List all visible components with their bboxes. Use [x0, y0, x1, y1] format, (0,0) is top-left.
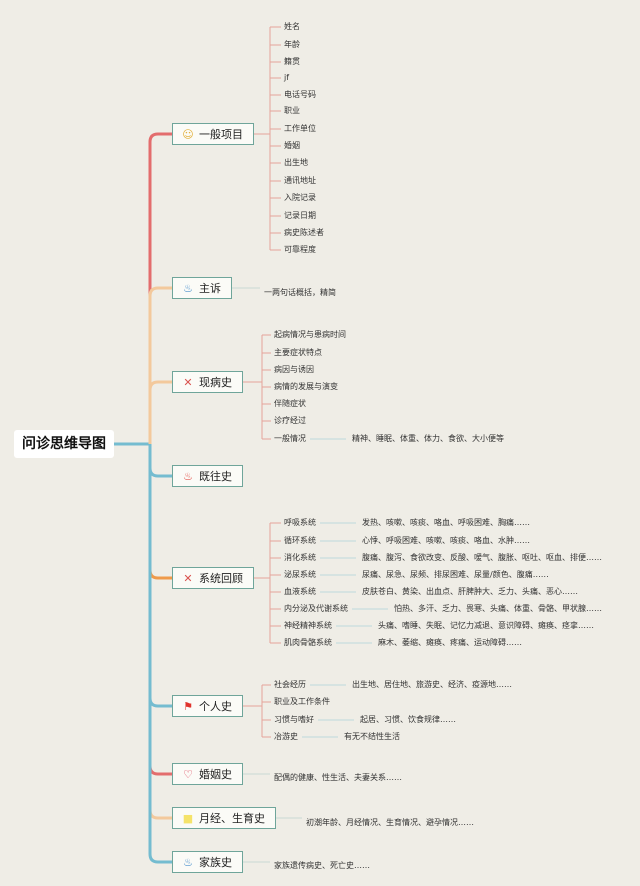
leaf-item[interactable]: 病情的发展与演变 — [274, 382, 338, 391]
category-general[interactable]: ☺ 一般项目 — [172, 123, 254, 145]
leaf-detail: 麻木、萎缩、瘫痪、疼痛、运动障碍…… — [378, 638, 522, 647]
leaf-detail: 腹痛、腹泻、食欲改变、反酸、嗳气、腹胀、呕吐、呕血、排便…… — [362, 553, 602, 562]
flame-icon: ♨ — [183, 856, 193, 869]
leaf-item[interactable]: 病史陈述者 — [284, 228, 324, 237]
leaf-item[interactable]: 入院记录 — [284, 193, 316, 202]
flame-icon: ♨ — [183, 282, 193, 295]
trunk-branch-family — [148, 444, 172, 864]
category-review[interactable]: ✕ 系统回顾 — [172, 567, 254, 589]
trunk-branch-general — [148, 132, 172, 444]
trunk-branch-personal — [148, 444, 172, 708]
category-label: 现病史 — [199, 376, 232, 389]
leaf-item[interactable]: 职业 — [284, 106, 300, 115]
leaf-item[interactable]: 病因与诱因 — [274, 365, 314, 374]
leaf-item[interactable]: 一两句话概括，精简 — [264, 288, 336, 297]
leaf-item[interactable]: 职业及工作条件 — [274, 697, 330, 706]
leaf-item[interactable]: 伴随症状 — [274, 399, 306, 408]
category-family[interactable]: ♨ 家族史 — [172, 851, 243, 873]
leaf-detail: 有无不结性生活 — [344, 732, 400, 741]
leaf-item[interactable]: 家族遗传病史、死亡史…… — [274, 861, 370, 870]
leaf-detail: 精神、睡眠、体重、体力、食欲、大小便等 — [352, 434, 504, 443]
leaf-item[interactable]: 起病情况与患病时间 — [274, 330, 346, 339]
trunk-branch-past — [148, 444, 172, 478]
smiley-icon: ☺ — [182, 128, 194, 141]
category-label: 婚姻史 — [199, 768, 232, 781]
trunk-branch-complaint — [148, 286, 172, 444]
leaf-item[interactable]: 社会经历 — [274, 680, 306, 689]
leaf-detail: 皮肤苍白、黄染、出血点、肝脾肿大、乏力、头痛、恶心…… — [362, 587, 578, 596]
leaf-item[interactable]: 工作单位 — [284, 124, 316, 133]
trunk-branch-marriage — [148, 444, 172, 776]
leaf-item[interactable]: 籍贯 — [284, 57, 300, 66]
leaf-item[interactable]: 可靠程度 — [284, 245, 316, 254]
leaf-item[interactable]: 习惯与嗜好 — [274, 715, 314, 724]
leaf-detail: 出生地、居住地、旅游史、经济、疫源地…… — [352, 680, 512, 689]
leaf-item[interactable]: 消化系统 — [284, 553, 316, 562]
category-past[interactable]: ♨ 既往史 — [172, 465, 243, 487]
category-complaint[interactable]: ♨ 主诉 — [172, 277, 232, 299]
square-icon: ■ — [182, 812, 194, 825]
trunk-branch-menstrual — [148, 444, 172, 820]
leaf-item[interactable]: 姓名 — [284, 22, 300, 31]
category-label: 既往史 — [199, 470, 232, 483]
leaf-item[interactable]: 循环系统 — [284, 536, 316, 545]
leaf-detail: 怕热、多汗、乏力、畏寒、头痛、体重、骨骼、甲状腺…… — [394, 604, 602, 613]
leaf-item[interactable]: 婚姻 — [284, 141, 300, 150]
leaf-item[interactable]: 记录日期 — [284, 211, 316, 220]
leaf-detail: 尿痛、尿急、尿频、排尿困难、尿量/颜色、腹痛…… — [362, 570, 549, 579]
leaf-item[interactable]: 冶游史 — [274, 732, 298, 741]
leaf-item[interactable]: 主要症状特点 — [274, 348, 322, 357]
heart-icon: ♡ — [183, 768, 193, 781]
category-label: 月经、生育史 — [199, 812, 265, 825]
category-personal[interactable]: ⚑ 个人史 — [172, 695, 243, 717]
category-present[interactable]: ✕ 现病史 — [172, 371, 243, 393]
leaf-item[interactable]: 电话号码 — [284, 90, 316, 99]
leaf-item[interactable]: 初潮年龄、月经情况、生育情况、避孕情况…… — [306, 818, 474, 827]
leaf-item[interactable]: jf — [284, 73, 290, 82]
trunk-branch-present — [148, 380, 172, 444]
category-marriage[interactable]: ♡ 婚姻史 — [172, 763, 243, 785]
leaf-item[interactable]: 通讯地址 — [284, 176, 316, 185]
category-label: 家族史 — [199, 856, 232, 869]
leaf-item[interactable]: 配偶的健康、性生活、夫妻关系…… — [274, 773, 402, 782]
category-label: 一般项目 — [199, 128, 243, 141]
category-menstrual[interactable]: ■ 月经、生育史 — [172, 807, 276, 829]
fire-icon: ♨ — [183, 470, 193, 483]
leaf-detail: 头痛、嗜睡、失眠、记忆力减退、意识障碍、瘫痪、痉挛…… — [378, 621, 594, 630]
leaf-item[interactable]: 一般情况 — [274, 434, 306, 443]
category-label: 个人史 — [199, 700, 232, 713]
leaf-item[interactable]: 泌尿系统 — [284, 570, 316, 579]
leaf-item[interactable]: 诊疗经过 — [274, 416, 306, 425]
leaf-detail: 起居、习惯、饮食规律…… — [360, 715, 456, 724]
leaf-item[interactable]: 神经精神系统 — [284, 621, 332, 630]
leaf-item[interactable]: 呼吸系统 — [284, 518, 316, 527]
leaf-item[interactable]: 血液系统 — [284, 587, 316, 596]
leaf-item[interactable]: 肌肉骨骼系统 — [284, 638, 332, 647]
category-label: 系统回顾 — [199, 572, 243, 585]
leaf-detail: 心悸、呼吸困难、咳嗽、咳痰、咯血、水肿…… — [362, 536, 530, 545]
leaf-item[interactable]: 出生地 — [284, 158, 308, 167]
root-title: 问诊思维导图 — [14, 430, 114, 458]
leaf-item[interactable]: 年龄 — [284, 40, 300, 49]
leaf-item[interactable]: 内分泌及代谢系统 — [284, 604, 348, 613]
trunk-branch-review — [148, 444, 172, 580]
tools-icon: ✕ — [183, 376, 193, 389]
flag-icon: ⚑ — [183, 700, 193, 713]
leaf-detail: 发热、咳嗽、咳痰、咯血、呼吸困难、胸痛…… — [362, 518, 530, 527]
tools-icon: ✕ — [183, 572, 193, 585]
category-label: 主诉 — [199, 282, 221, 295]
